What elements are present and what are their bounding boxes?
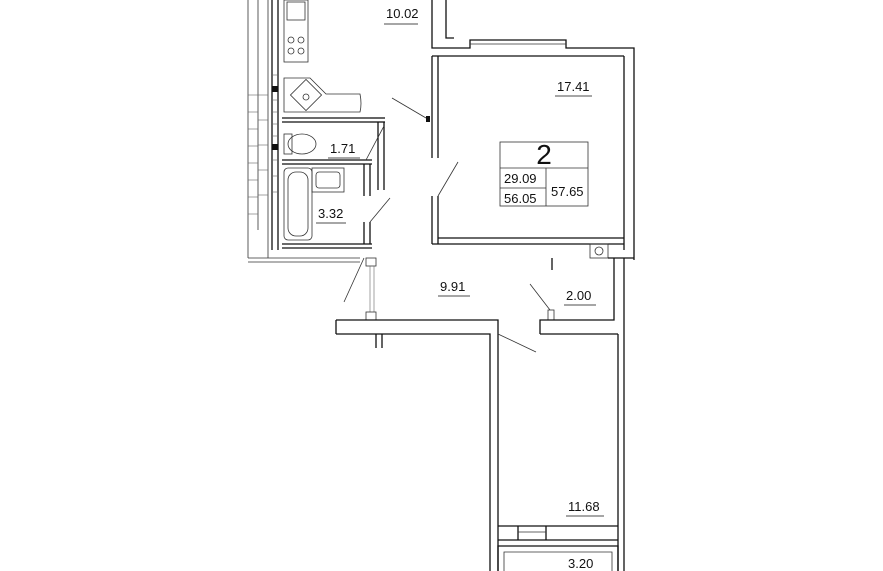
storage-area: 2.00 (566, 288, 591, 303)
kitchen-area: 10.02 (386, 6, 419, 21)
room-labels: 10.02 17.41 1.71 3.32 9.91 2.00 11.68 3.… (316, 6, 604, 571)
balcony-area: 3.20 (568, 556, 593, 571)
main-walls (391, 0, 635, 260)
bathroom-fixtures (282, 164, 391, 249)
balcony (497, 525, 619, 571)
bathroom-area: 3.32 (318, 206, 343, 221)
living-room-area: 17.41 (557, 79, 590, 94)
living-area: 29.09 (504, 171, 537, 186)
total-area-a: 56.05 (504, 191, 537, 206)
utility-shaft (271, 0, 279, 250)
toilet-room (282, 117, 385, 190)
hallway-area: 9.91 (440, 279, 465, 294)
staircase (247, 0, 360, 263)
hallway-walls (335, 257, 625, 571)
toilet-area: 1.71 (330, 141, 355, 156)
bedroom-area: 11.68 (568, 499, 600, 514)
rooms-count: 2 (536, 139, 552, 170)
apartment-summary: 2 29.09 56.05 57.65 (499, 139, 589, 207)
total-area-b: 57.65 (551, 184, 584, 199)
kitchen-counter (283, 0, 362, 113)
